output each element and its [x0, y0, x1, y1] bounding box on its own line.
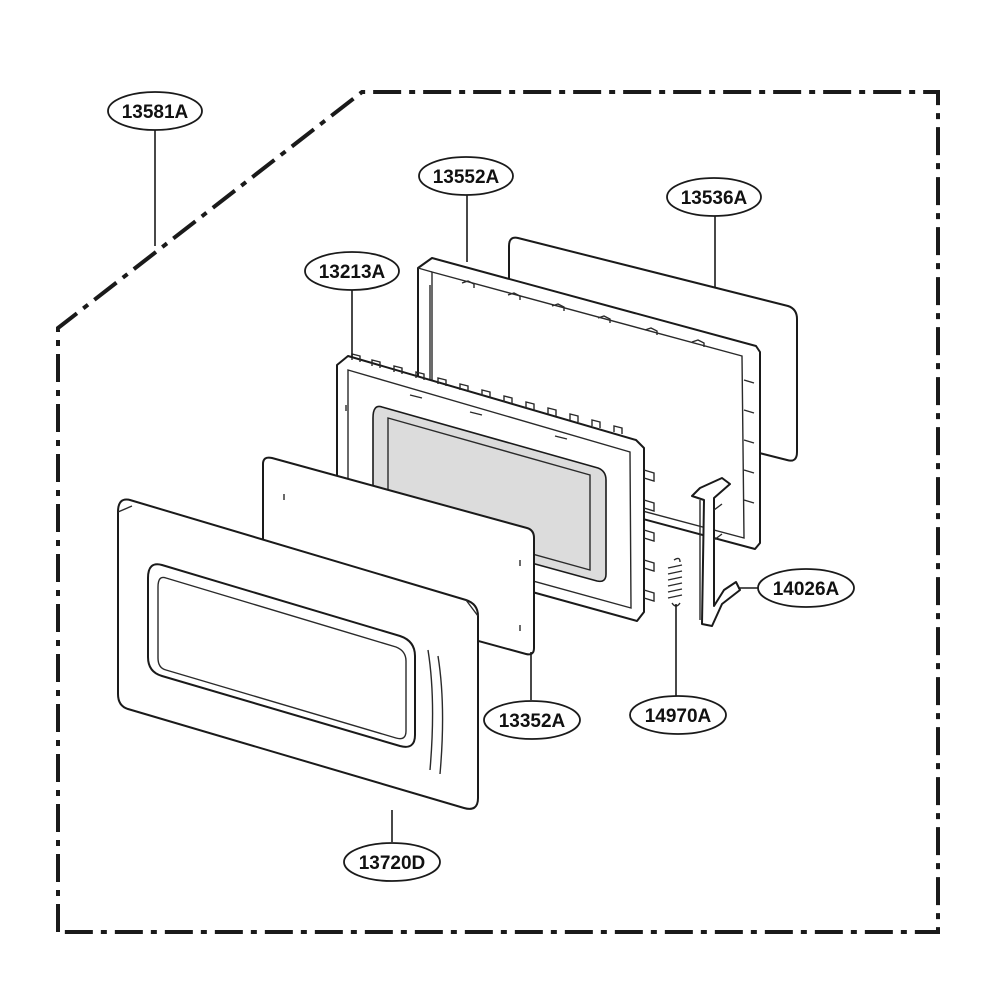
- callout-label: 13352A: [499, 711, 566, 732]
- callout-13536A: 13536A: [666, 177, 762, 217]
- callout-label: 13552A: [433, 167, 500, 188]
- callout-label: 14026A: [773, 579, 840, 600]
- latch-part: [691, 477, 741, 627]
- inner-window: [372, 405, 607, 583]
- callout-13213A: 13213A: [304, 251, 400, 291]
- callout-13581A: 13581A: [107, 91, 203, 131]
- callout-14970A: 14970A: [629, 695, 727, 735]
- callout-label: 14970A: [645, 706, 712, 727]
- spring-part: [667, 557, 683, 607]
- assembly-boundary: [56, 90, 940, 934]
- callout-14026A: 14026A: [757, 568, 855, 608]
- callout-13720D: 13720D: [343, 842, 441, 882]
- callout-13552A: 13552A: [418, 156, 514, 196]
- callout-label: 13581A: [122, 102, 189, 123]
- callout-label: 13720D: [359, 853, 426, 874]
- callout-13352A: 13352A: [483, 700, 581, 740]
- callout-label: 13213A: [319, 262, 386, 283]
- callout-label: 13536A: [681, 188, 748, 209]
- front-frame-part: [117, 498, 479, 810]
